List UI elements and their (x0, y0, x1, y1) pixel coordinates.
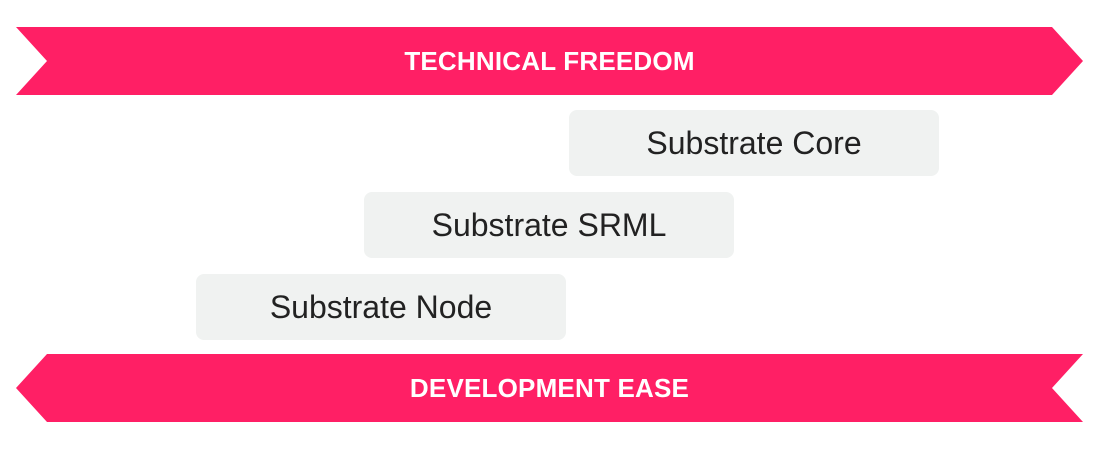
technical-freedom-label: TECHNICAL FREEDOM (404, 45, 695, 76)
layer-label-substrate-srml: Substrate SRML (431, 206, 667, 243)
layer-box-substrate-srml: Substrate SRML (364, 192, 734, 258)
development-ease-label: DEVELOPMENT EASE (409, 372, 690, 403)
development-ease-arrow-banner: DEVELOPMENT EASE (16, 354, 1083, 422)
layer-label-substrate-core: Substrate Core (646, 124, 862, 161)
layer-label-substrate-node: Substrate Node (269, 288, 493, 325)
layer-box-substrate-node: Substrate Node (196, 274, 566, 340)
technical-freedom-arrow-banner: TECHNICAL FREEDOM (16, 27, 1083, 95)
layer-box-substrate-core: Substrate Core (569, 110, 939, 176)
